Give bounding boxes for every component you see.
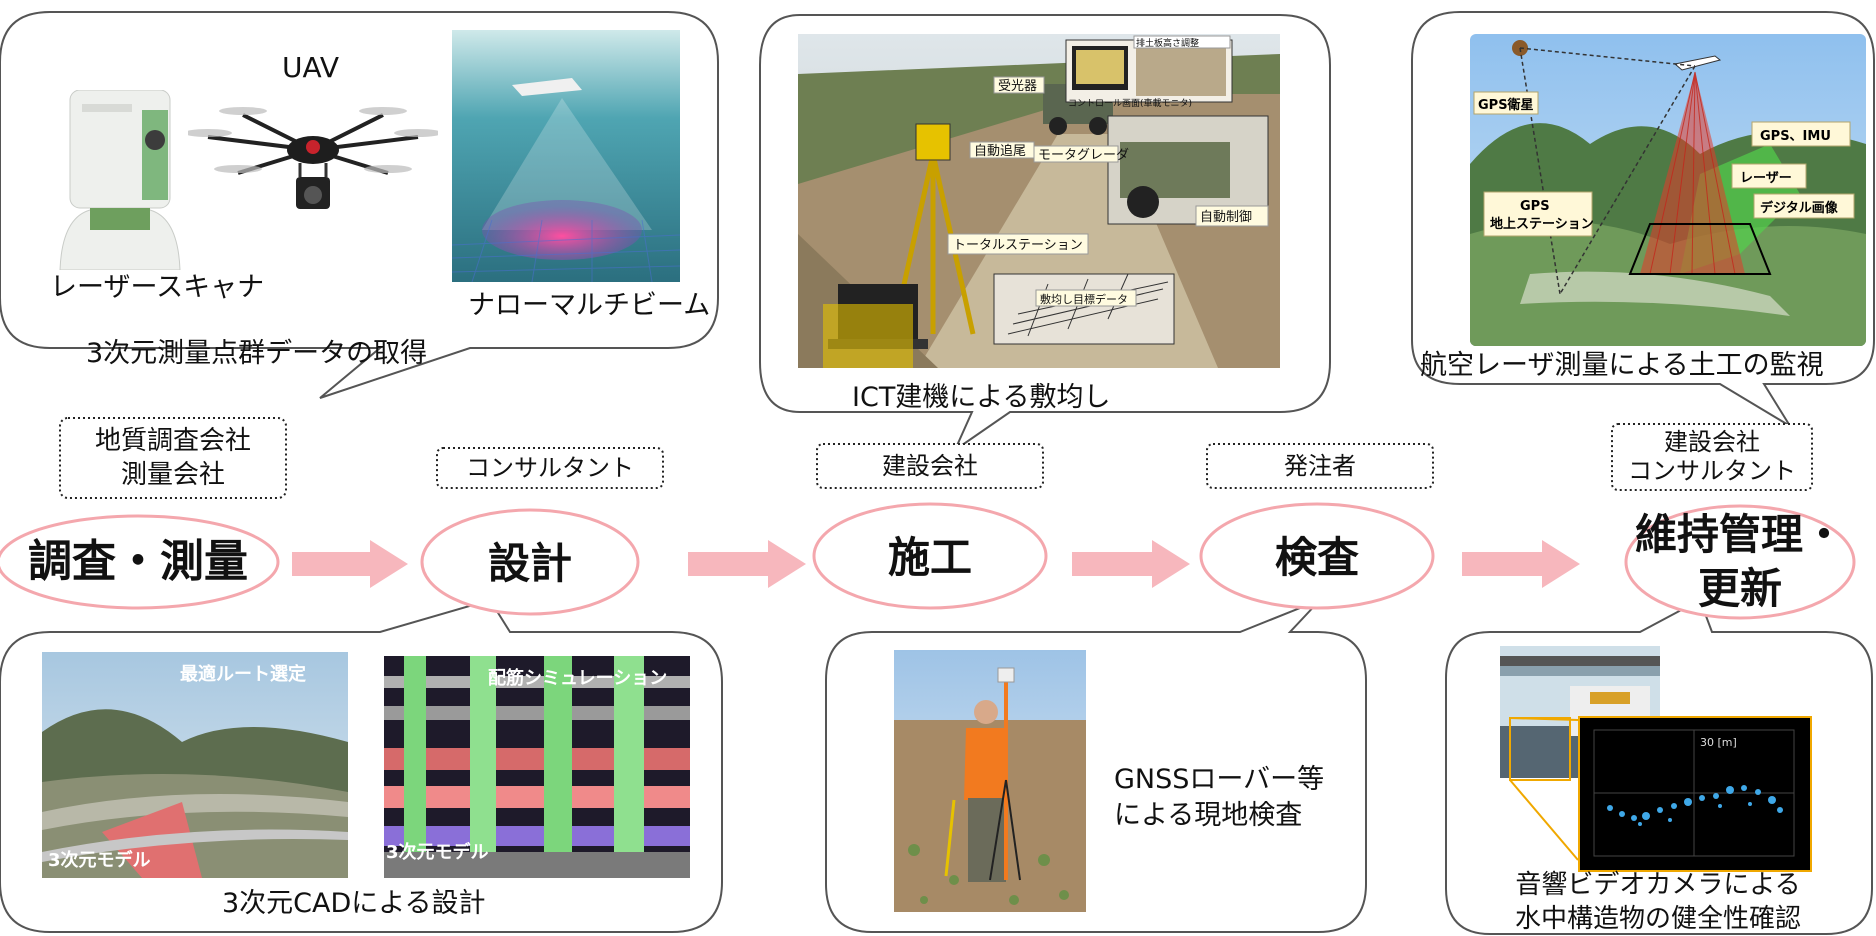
- stage-survey: 調査・測量: [28, 536, 248, 587]
- role-construction: 建設会社: [882, 452, 978, 480]
- stage-maintenance-line1: 維持管理・: [1634, 510, 1845, 559]
- photo-label-height-adjust: 排土板高さ調整: [1136, 37, 1199, 49]
- laser-scanner-label: レーザースキャナ: [50, 272, 265, 303]
- design-role-box: [436, 447, 664, 489]
- rebar-model-label: 3次元モデル: [386, 842, 489, 863]
- rebar-simulation-image: [384, 656, 690, 878]
- airborne-laser-diagram: GPS衛星 GPS、IMU レーザー デジタル画像 GPS 地上ステーション: [1470, 34, 1866, 346]
- construction-role-box: [816, 443, 1044, 489]
- flow-arrow-2: [688, 540, 806, 588]
- photo-label-motor-grader: モータグレーダ: [1038, 148, 1129, 163]
- multibeam-sonar-image: [452, 30, 680, 282]
- stage-design: 設計: [487, 539, 572, 588]
- stage-construction: 施工: [887, 533, 972, 582]
- role-survey-line1: 地質調査会社: [94, 426, 251, 456]
- photo-label-auto-control: 自動制御: [1200, 210, 1252, 225]
- multibeam-label: ナローマルチビーム: [468, 290, 711, 321]
- role-design: コンサルタント: [466, 454, 634, 482]
- survey-caption: 3次元測量点群データの取得: [86, 338, 428, 369]
- gnss-rover-photo: [894, 650, 1086, 912]
- design-caption: 3次元CADによる設計: [222, 888, 486, 919]
- route-selection-image: [42, 652, 348, 878]
- inspection-caption: GNSSローバー等 による現地検査: [1114, 762, 1324, 834]
- photo-label-auto-track: 自動追尾: [974, 143, 1026, 159]
- design-ellipse: [420, 508, 640, 616]
- flow-arrow-4: [1462, 540, 1580, 588]
- role-maintenance-line2: コンサルタント: [1628, 457, 1796, 485]
- underwater-caption-line1: 音響ビデオカメラによる: [1515, 870, 1801, 900]
- photo-label-receiver: 受光器: [998, 79, 1037, 94]
- photo-label-total-station: トータルステーション: [953, 238, 1083, 253]
- diagram-label-gps-satellite: GPS衛星: [1478, 97, 1534, 113]
- role-inspection: 発注者: [1284, 452, 1356, 480]
- svg-text:GPS: GPS: [1520, 199, 1550, 214]
- photo-label-target-data: 敷均し目標データ: [1040, 292, 1128, 306]
- maintenance-ellipse: [1624, 504, 1856, 620]
- underwater-caption-line2: 水中構造物の健全性確認: [1514, 904, 1801, 934]
- maintenance-top-caption: 航空レーザ測量による土工の監視: [1420, 350, 1824, 381]
- photo-label-control-screen: コントロール画面(車載モニタ): [1068, 97, 1192, 109]
- inspection-caption-line2: による現地検査: [1114, 800, 1303, 831]
- acoustic-camera-image: 30 [m]: [1578, 716, 1812, 872]
- uav-drone-image: [188, 95, 438, 235]
- role-maintenance: 建設会社 コンサルタント: [1612, 428, 1812, 486]
- stage-maintenance-line2: 更新: [1697, 564, 1782, 613]
- flow-arrow-3: [1072, 540, 1190, 588]
- underwater-caption: 音響ビデオカメラによる 水中構造物の健全性確認: [1458, 868, 1858, 936]
- acoustic-scale-label: 30 [m]: [1700, 736, 1737, 749]
- svg-text:地上ステーション: 地上ステーション: [1490, 216, 1594, 232]
- ict-machinery-photo: 受光器 自動追尾 モータグレーダ トータルステーション 自動制御 排土板高さ調整…: [798, 34, 1280, 368]
- route-title: 最適ルート選定: [180, 664, 306, 685]
- maintenance-role-box: [1611, 423, 1813, 491]
- diagram-label-digital-image: デジタル画像: [1760, 200, 1839, 216]
- inspection-role-box: [1206, 443, 1434, 489]
- construction-caption: ICT建機による敷均し: [852, 382, 1111, 413]
- survey-role-box: [59, 417, 287, 499]
- inspection-caption-line1: GNSSローバー等: [1114, 764, 1325, 795]
- zoom-connector-lines: [1509, 717, 1579, 861]
- stage-inspection: 検査: [1274, 533, 1359, 582]
- diagram-label-laser: レーザー: [1740, 171, 1792, 186]
- role-maintenance-line1: 建設会社: [1664, 428, 1760, 456]
- laser-scanner-image: [50, 90, 190, 270]
- stage-maintenance: 維持管理・ 更新: [1600, 508, 1876, 616]
- uav-label: UAV: [282, 51, 340, 84]
- survey-ellipse: [0, 514, 280, 610]
- inspection-ellipse: [1199, 502, 1435, 610]
- flow-arrow-1: [292, 540, 408, 588]
- route-model-label: 3次元モデル: [48, 850, 151, 871]
- role-survey-line2: 測量会社: [120, 460, 225, 490]
- rebar-title: 配筋シミュレーション: [488, 668, 668, 689]
- role-survey: 地質調査会社 測量会社: [60, 424, 286, 492]
- diagram-label-gps-imu: GPS、IMU: [1760, 129, 1831, 144]
- construction-ellipse: [812, 502, 1048, 610]
